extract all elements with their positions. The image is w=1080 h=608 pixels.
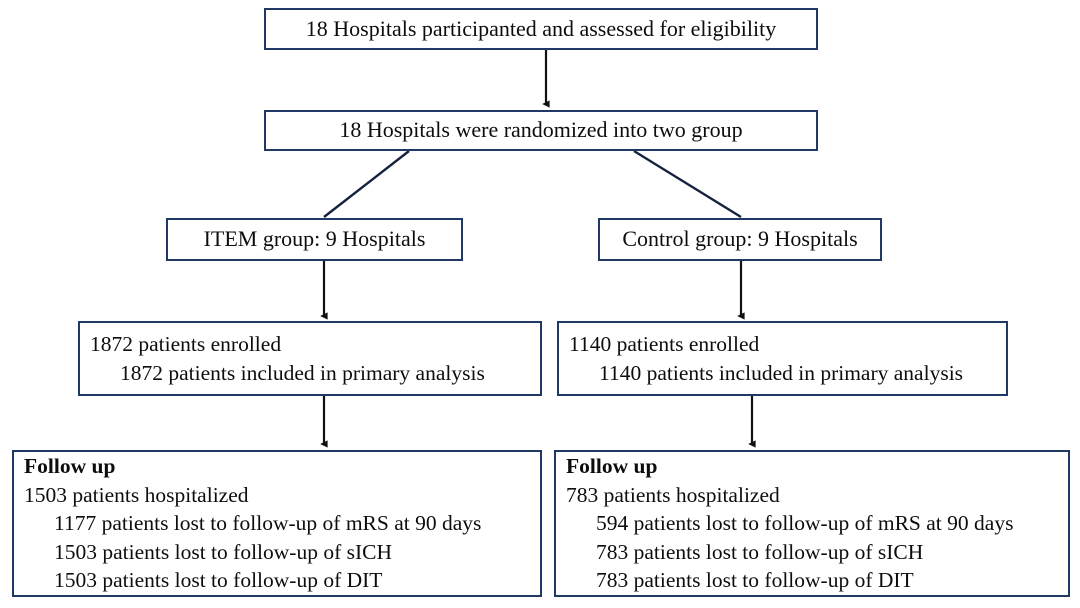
node-item-enrolled-body: 1872 patients enrolled 1872 patients inc… (80, 324, 540, 393)
branch-line-left (323, 150, 410, 218)
branch-line-right (633, 149, 742, 219)
node-item-enrolled-line-2: 1872 patients included in primary analys… (120, 360, 485, 385)
node-control-enrolled-line-1: 1140 patients enrolled (569, 331, 760, 356)
node-control-followup-line-3: 783 patients lost to follow-up of sICH (596, 539, 924, 564)
node-control-followup: Follow up 783 patients hospitalized 594 … (554, 450, 1070, 597)
node-item-group-label: ITEM group: 9 Hospitals (203, 226, 426, 252)
node-control-group-label: Control group: 9 Hospitals (622, 226, 858, 252)
node-control-followup-body: Follow up 783 patients hospitalized 594 … (556, 446, 1068, 601)
node-item-followup-title: Follow up (24, 454, 116, 479)
node-randomization-label: 18 Hospitals were randomized into two gr… (339, 117, 743, 143)
node-control-enrolled-line-2: 1140 patients included in primary analys… (599, 360, 964, 385)
node-item-group: ITEM group: 9 Hospitals (166, 218, 463, 261)
node-control-enrolled-body: 1140 patients enrolled 1140 patients inc… (559, 324, 1006, 393)
node-control-followup-line-4: 783 patients lost to follow-up of DIT (596, 568, 914, 593)
node-item-enrolled: 1872 patients enrolled 1872 patients inc… (78, 321, 542, 396)
node-item-followup-line-3: 1503 patients lost to follow-up of sICH (54, 539, 393, 564)
node-control-followup-title: Follow up (566, 454, 658, 479)
node-item-followup: Follow up 1503 patients hospitalized 117… (12, 450, 542, 597)
node-control-followup-line-1: 783 patients hospitalized (566, 482, 780, 507)
node-item-followup-line-2: 1177 patients lost to follow-up of mRS a… (54, 511, 482, 536)
node-randomization: 18 Hospitals were randomized into two gr… (264, 110, 818, 151)
node-control-group: Control group: 9 Hospitals (598, 218, 882, 261)
node-item-followup-line-1: 1503 patients hospitalized (24, 482, 249, 507)
node-eligibility: 18 Hospitals participanted and assessed … (264, 8, 818, 50)
node-item-followup-body: Follow up 1503 patients hospitalized 117… (14, 446, 540, 601)
node-control-enrolled: 1140 patients enrolled 1140 patients inc… (557, 321, 1008, 396)
node-control-followup-line-2: 594 patients lost to follow-up of mRS at… (596, 511, 1014, 536)
node-item-followup-line-4: 1503 patients lost to follow-up of DIT (54, 568, 383, 593)
node-item-enrolled-line-1: 1872 patients enrolled (90, 331, 282, 356)
node-eligibility-label: 18 Hospitals participanted and assessed … (305, 15, 777, 41)
